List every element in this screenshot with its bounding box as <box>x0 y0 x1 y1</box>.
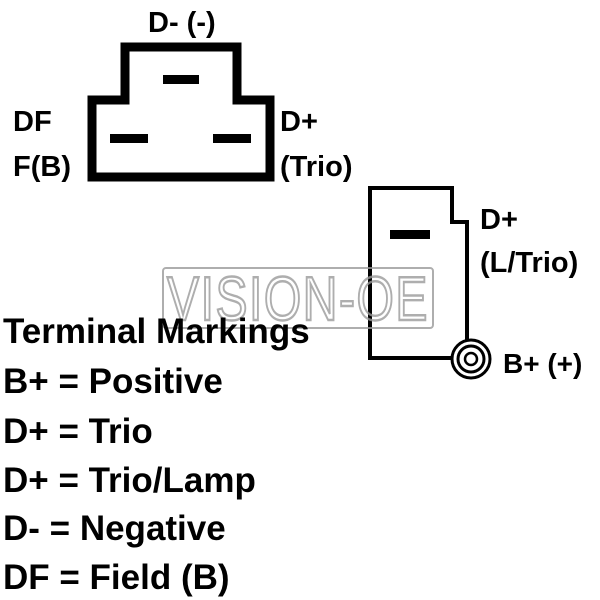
connector-right <box>368 186 492 380</box>
pin-d-minus <box>163 75 199 84</box>
legend-item: B+ = Positive <box>3 362 223 401</box>
connector-top-outline <box>87 42 275 182</box>
legend-title: Terminal Markings <box>3 312 310 351</box>
connector-right-outline <box>368 186 469 360</box>
label-trio: (Trio) <box>280 151 353 183</box>
watermark-logo: VISION-OE <box>162 264 434 335</box>
pin-d-plus-lamp <box>390 230 430 239</box>
watermark-text: VISION-OE <box>167 265 429 334</box>
legend: Terminal Markings B+ = Positive D+ = Tri… <box>3 312 310 597</box>
label-b-plus: B+ (+) <box>503 348 582 379</box>
label-df: DF <box>13 106 52 138</box>
pin-df <box>110 134 148 143</box>
legend-item: DF = Field (B) <box>3 558 230 597</box>
pin-d-plus-trio <box>213 134 251 143</box>
legend-item: D+ = Trio/Lamp <box>3 461 256 500</box>
watermark-frame <box>162 267 434 329</box>
legend-item: D- = Negative <box>3 509 226 548</box>
label-d-plus-top: D+ <box>280 106 318 138</box>
label-f-b: F(B) <box>13 151 71 183</box>
label-d-minus: D- (-) <box>148 7 216 39</box>
label-l-trio: (L/Trio) <box>480 247 578 279</box>
label-d-plus-right: D+ <box>480 204 518 236</box>
legend-item: D+ = Trio <box>3 412 153 451</box>
connector-top <box>87 42 275 182</box>
terminal-stud-icon <box>450 338 492 380</box>
